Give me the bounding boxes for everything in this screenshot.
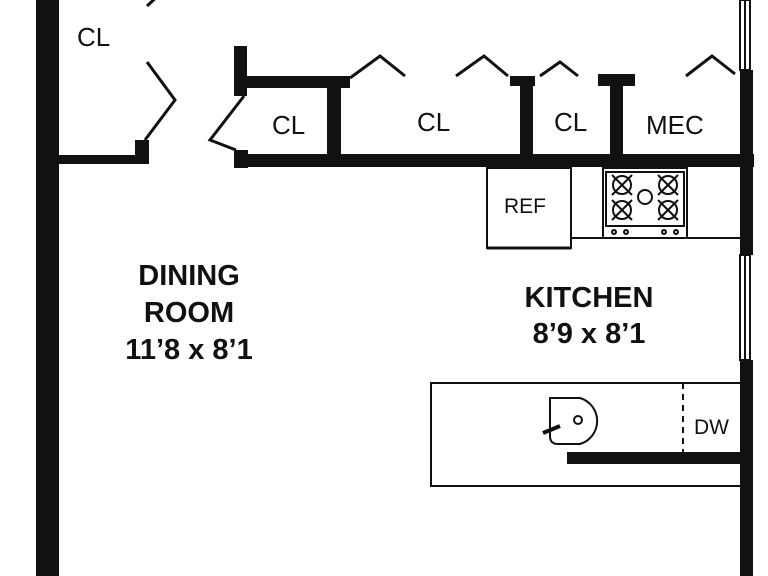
label-mechanical: MEC xyxy=(646,110,704,140)
door-swing-closet-2b xyxy=(455,54,509,78)
window-right-top xyxy=(739,0,751,71)
label-dining-room-line2: ROOM xyxy=(144,297,234,329)
label-dining-room-line1: DINING xyxy=(138,260,240,292)
wall-closet-top-left-side xyxy=(135,140,149,164)
wall-left-exterior xyxy=(36,0,59,576)
door-closet-top-left xyxy=(143,61,177,141)
label-kitchen-dimensions: 8’9 x 8’1 xyxy=(533,318,646,350)
wall-closet-row-top xyxy=(234,76,350,88)
wall-closet-row-bottom-stub xyxy=(234,150,248,168)
wall-closet-divider-3-cap xyxy=(598,74,635,86)
refrigerator xyxy=(486,167,572,249)
label-closet-1: CL xyxy=(272,110,305,140)
door-swing-closet-3 xyxy=(539,60,579,78)
label-closet-top-left: CL xyxy=(77,22,110,52)
wall-closet-divider-2-cap xyxy=(510,76,535,86)
door-swing-closet-2a xyxy=(349,54,406,80)
wall-closet-top-left-bottom xyxy=(59,155,149,164)
door-swing-mechanical xyxy=(685,54,736,78)
label-dining-room-dimensions: 11’8 x 8’1 xyxy=(125,334,252,366)
stove xyxy=(602,167,688,239)
wall-closet-divider-1 xyxy=(327,76,341,158)
label-refrigerator: REF xyxy=(504,195,546,218)
label-dishwasher: DW xyxy=(694,416,729,439)
label-closet-3: CL xyxy=(554,107,587,137)
wall-right-exterior-lower xyxy=(740,360,753,576)
wall-closet-row-left-post xyxy=(234,46,247,96)
sink xyxy=(542,397,599,445)
window-right-middle xyxy=(739,254,751,361)
wall-closet-row-bottom xyxy=(234,154,754,167)
label-closet-2: CL xyxy=(417,107,450,137)
label-kitchen: KITCHEN xyxy=(525,282,654,314)
door-closet-top-left-top xyxy=(145,0,156,8)
wall-kitchen-lower xyxy=(567,452,745,464)
wall-closet-divider-2 xyxy=(520,76,533,158)
door-closet-1 xyxy=(207,95,246,152)
wall-closet-divider-3 xyxy=(610,76,623,158)
